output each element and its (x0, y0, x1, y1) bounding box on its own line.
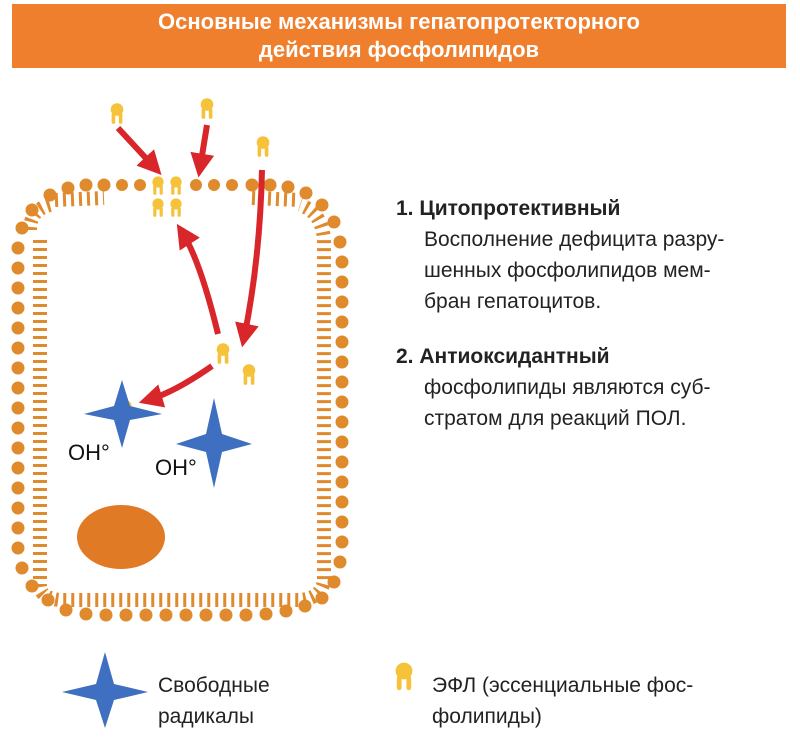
legend-radical-star-icon (62, 652, 148, 728)
membrane-right (315, 215, 349, 605)
legend-radicals-label: Свободные радикалы (158, 670, 270, 732)
efl-icon (200, 98, 214, 119)
arrow-into-cell (235, 169, 265, 348)
arrows (115, 124, 265, 408)
title-banner: Основные механизмы гепатопротекторного д… (12, 4, 786, 68)
text-line: Восполнение дефицита разру- (424, 228, 725, 251)
nucleus (77, 505, 165, 569)
title-line-1: Основные механизмы гепатопротекторного (158, 9, 640, 34)
radical-star-icon (176, 398, 252, 488)
membrane-left (11, 203, 55, 607)
arrow-to-radical (138, 363, 214, 408)
efl-icon (216, 343, 230, 364)
efl-icon (110, 103, 124, 124)
text-line: стратом для реакций ПОЛ. (424, 407, 687, 430)
arrow-to-membrane-gap (176, 223, 221, 335)
mechanism-1-text: Восполнение дефицита разру- шенных фосфо… (396, 224, 724, 317)
cell-membrane (11, 178, 349, 622)
text-line: фосфолипиды являются суб- (424, 376, 711, 399)
mechanism-2-text: фосфолипиды являются суб- стратом для ре… (396, 372, 711, 434)
hepatocyte-diagram (11, 98, 349, 622)
mechanism-2: 2. Антиоксидантный фосфолипиды являются … (396, 341, 711, 434)
arrow-into-membrane-2 (190, 124, 215, 178)
membrane-top-right (245, 178, 329, 212)
mechanism-1-title: 1. Цитопротективный (396, 197, 621, 220)
efl-icon (242, 364, 256, 385)
mechanism-1: 1. Цитопротективный Восполнение дефицита… (396, 193, 724, 317)
legend-efl-icon (395, 662, 413, 691)
membrane-gap-efl (116, 176, 238, 217)
text-line: бран гепатоцитов. (424, 290, 602, 313)
text-line: фолипиды) (432, 705, 542, 728)
membrane-tails (23, 198, 331, 607)
radical-star-icon (84, 380, 162, 448)
text-line: ЭФЛ (эссенциальные фос- (432, 674, 694, 697)
membrane-top-left (43, 178, 111, 202)
efl-icon (256, 136, 270, 157)
membrane-bottom (59, 599, 312, 622)
free-radicals (84, 380, 252, 488)
text-line: радикалы (158, 705, 255, 728)
text-line: шенных фосфолипидов мем- (424, 259, 711, 282)
arrow-into-membrane-1 (115, 125, 162, 176)
radical-label-1: OH° (68, 440, 110, 465)
radical-label-2: OH° (155, 455, 197, 480)
text-line: Свободные (158, 674, 270, 697)
legend-efl-label: ЭФЛ (эссенциальные фос- фолипиды) (432, 670, 693, 732)
title-line-2: действия фосфолипидов (258, 37, 540, 62)
mechanism-2-title: 2. Антиоксидантный (396, 345, 610, 368)
